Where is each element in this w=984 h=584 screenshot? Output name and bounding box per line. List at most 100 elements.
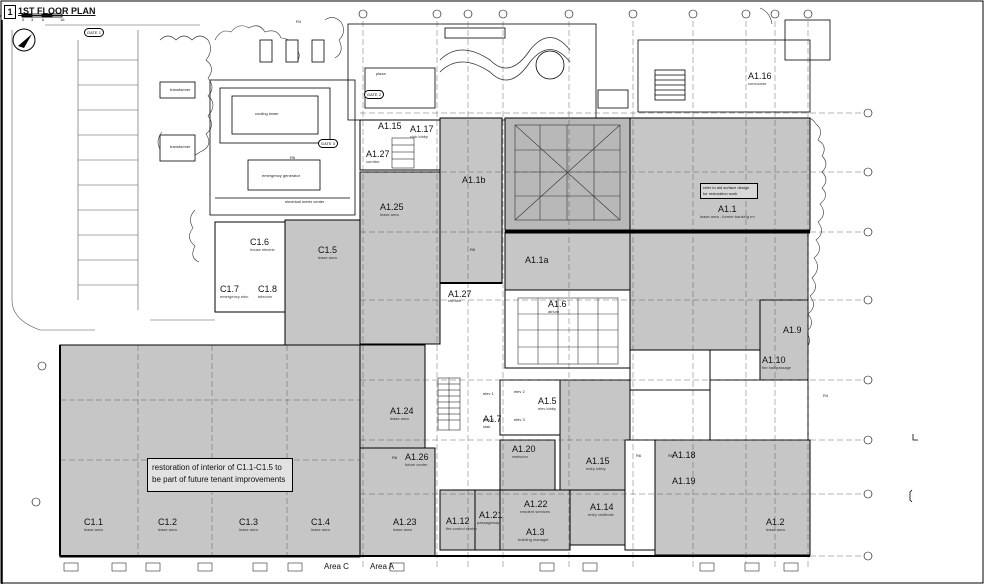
room-a1-2: A1.2	[766, 517, 785, 527]
scale-bar	[21, 13, 63, 18]
elev-1-label: elev 1	[483, 391, 494, 396]
room-a1-1b: A1.1b	[462, 175, 486, 185]
emergency-generator-label: emergency generator	[262, 173, 301, 178]
building-rooms	[59, 117, 811, 558]
room-a1-5-use: elev lobby	[538, 406, 557, 411]
transformer-label-2: transformer	[170, 144, 191, 149]
room-a1-27-top: A1.27	[366, 149, 390, 159]
room-a1-10-use: fire hall/passage	[762, 365, 792, 370]
gate-1-tag: GATE 1	[84, 28, 104, 37]
room-c1-8-use: telecom	[258, 294, 273, 299]
room-a1-9: A1.9	[783, 325, 802, 335]
room-c1-7-use: emergency elec.	[220, 294, 250, 299]
room-a1-22-use: resident services	[520, 509, 551, 514]
refer-note: refer to aid surface design for restorat…	[700, 183, 758, 199]
room-c1-1: C1.1	[84, 517, 104, 527]
room-a1-6: A1.6	[548, 299, 567, 309]
stairs	[391, 137, 461, 431]
roof-label: R4	[296, 19, 302, 24]
transformers	[159, 81, 196, 162]
room-c1-4: C1.4	[311, 517, 331, 527]
sheet-number: 1	[4, 5, 16, 19]
room-c1-3: C1.3	[239, 517, 259, 527]
gate-3-tag: GATE 3	[318, 139, 338, 148]
restoration-note-line2: be part of future tenant improvements	[152, 475, 286, 484]
room-a1-1a: A1.1a	[525, 255, 549, 265]
r6-label-c: R6	[392, 455, 398, 460]
room-a1-22: A1.22	[524, 499, 548, 509]
room-a1-15-use: entry lobby	[586, 466, 606, 471]
room-a1-3-use: building manager	[518, 537, 549, 542]
r6-label-b: R6	[470, 247, 476, 252]
room-a1-23-use: lease area	[393, 527, 412, 532]
restoration-note: restoration of interior of C1.1-C1.5 to …	[147, 458, 293, 492]
room-a1-14: A1.14	[590, 502, 614, 512]
room-a1-7-use: stair	[483, 424, 491, 429]
restoration-note-line1: restoration of interior of C1.1-C1.5 to	[152, 463, 282, 472]
service-yard	[209, 39, 356, 216]
room-a1-21-use: passageway	[477, 520, 500, 525]
scale-mark-0: 0	[22, 17, 25, 22]
room-c1-2-use: lease area	[158, 527, 177, 532]
room-a1-5: A1.5	[538, 396, 557, 406]
room-a1-15: A1.15	[586, 456, 610, 466]
room-a1-19: A1.19	[672, 476, 696, 486]
room-a1-16: A1.16	[748, 71, 772, 81]
room-a1-24-use: lease area	[390, 416, 409, 421]
room-a1-1: A1.1	[718, 204, 737, 214]
room-a1-16-use: concourse	[748, 81, 767, 86]
r6-label-d: R6	[636, 453, 642, 458]
electrical-label: electrical meter center	[285, 199, 325, 204]
room-a1-18: A1.18	[672, 450, 696, 460]
gate-2-tag: GATE 2	[364, 90, 384, 99]
room-c1-7: C1.7	[220, 284, 240, 294]
scale-mark-6: 6	[42, 17, 45, 22]
room-a1-27-lower-use: corridor	[448, 298, 462, 303]
area-c-label: Area C	[324, 562, 349, 571]
r6-label-a: R6	[290, 155, 296, 160]
elev-4-label: elev 4	[483, 417, 494, 422]
room-a1-12: A1.12	[446, 516, 470, 526]
room-c1-2: C1.2	[158, 517, 178, 527]
room-c1-5-use: lease area	[318, 255, 337, 260]
room-c1-4-use: lease area	[311, 527, 330, 532]
room-a1-15-top: A1.15	[378, 121, 402, 131]
edge-marks	[909, 434, 918, 503]
room-a1-27-top-use: corridor	[366, 159, 380, 164]
room-a1-3: A1.3	[526, 527, 545, 537]
room-a1-7: A1.7	[483, 414, 502, 424]
room-a1-24: A1.24	[390, 406, 414, 416]
scale-mark-3: 3	[31, 17, 34, 22]
elev-3-label: elev 3	[514, 417, 525, 422]
room-a1-10: A1.10	[762, 355, 786, 365]
north-arrow-icon	[12, 28, 36, 52]
room-a1-14-use: entry vestibule	[588, 512, 614, 517]
transformer-label-1: transformer	[170, 87, 191, 92]
atrium-grid	[517, 297, 619, 365]
parking-lot	[11, 24, 215, 331]
skylight	[514, 124, 621, 221]
room-c1-3-use: lease area	[239, 527, 258, 532]
room-a1-20: A1.20	[512, 444, 536, 454]
room-a1-2-use: lease area	[766, 527, 785, 532]
plaza-label: plaza	[376, 71, 386, 76]
row-grid-bubbles	[31, 9, 873, 561]
plaza	[347, 23, 629, 121]
sheet-title: 1ST FLOOR PLAN	[18, 6, 96, 16]
r6-label-e: R6	[668, 453, 674, 458]
room-c1-1-use: lease area	[84, 527, 103, 532]
room-a1-25-use: lease area	[380, 212, 399, 217]
room-a1-26: A1.26	[405, 452, 429, 462]
elev-2-label: elev 2	[514, 389, 525, 394]
room-c1-6-use: house electric	[250, 247, 275, 252]
r4-label-b: R4	[823, 393, 829, 398]
room-a1-1-use: lease area - former banking rm	[700, 214, 755, 219]
room-a1-20-use: restroom	[512, 454, 528, 459]
room-a1-26-use: future center	[405, 462, 428, 467]
cooling-tower-label: cooling tower	[255, 111, 279, 116]
room-a1-6-use: atrium	[548, 309, 560, 314]
room-c1-6: C1.6	[250, 237, 270, 247]
room-a1-27-lower: A1.27	[448, 289, 472, 299]
room-a1-17: A1.17	[410, 124, 434, 134]
